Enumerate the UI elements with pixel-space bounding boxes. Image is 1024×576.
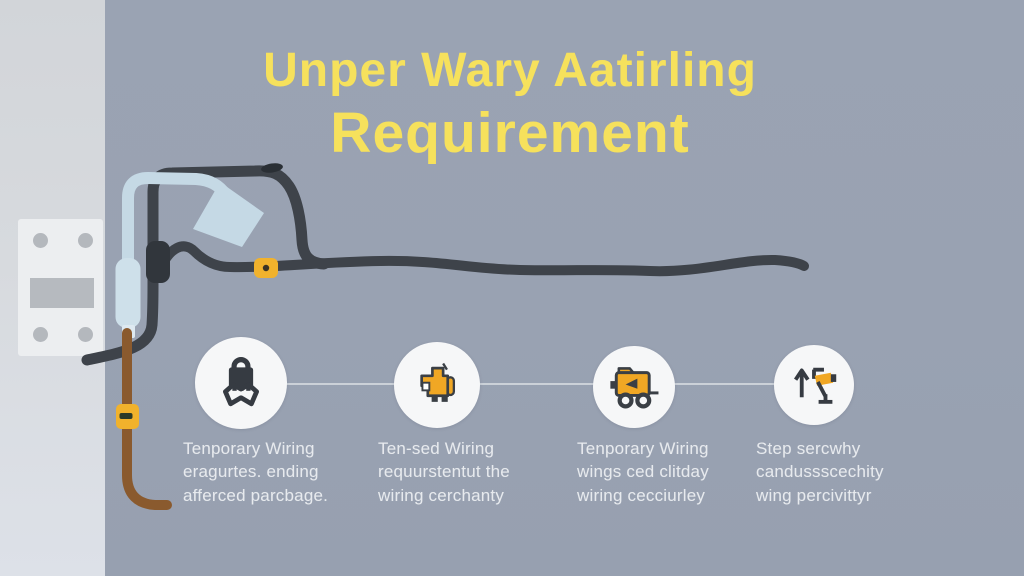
step-circle-4 (774, 345, 854, 425)
brown-ground-wire (122, 328, 172, 510)
caption-line: wiring cerchanty (378, 485, 505, 505)
clip-mark (119, 413, 133, 419)
step-caption-1: Tenporary Wiring eragurtes. ending affer… (183, 437, 363, 507)
step-circle-1 (195, 337, 287, 429)
lock-banner-icon (223, 357, 259, 407)
caption-line: afferced parcbage. (183, 485, 329, 505)
caption-line: wing percivittyr (756, 485, 872, 505)
screw-icon (33, 327, 48, 342)
step-caption-4: Step sercwhy candussscechity wing perciv… (756, 437, 936, 507)
caption-line: Ten-sed Wiring (378, 439, 495, 458)
clip-dot (262, 264, 270, 272)
horizontal-cable (155, 241, 809, 277)
caption-line: requurstentut the (378, 462, 510, 482)
step-caption-3: Tenporary Wiring wings ced clitday wirin… (577, 437, 757, 507)
step-circle-3 (593, 346, 675, 428)
caption-line: wings ced clitday (577, 462, 709, 482)
caption-line: candussscechity (756, 462, 884, 482)
step-connector-line (241, 383, 816, 385)
survey-camera-icon (794, 367, 837, 404)
caption-line: Tenporary Wiring (577, 439, 709, 458)
screw-icon (33, 233, 48, 248)
outlet-slot (30, 278, 94, 308)
generator-cart-icon (610, 367, 659, 409)
screw-icon (78, 327, 93, 342)
dark-power-cable (81, 165, 330, 366)
caption-line: Step sercwhy (756, 439, 861, 458)
title-line-1: Unper Wary Aatirling (263, 44, 757, 97)
page-title: Unper Wary Aatirling Requirement (0, 44, 1020, 166)
step-caption-2: Ten-sed Wiring requurstentut the wiring … (378, 437, 558, 507)
caption-line: wiring cecciurley (577, 485, 706, 505)
step-circle-2 (394, 342, 480, 428)
caption-line: eragurtes. ending (183, 462, 319, 482)
caption-line: Tenporary Wiring (183, 439, 315, 458)
plug-adapter-icon (420, 362, 456, 402)
cable-sleeve (146, 241, 170, 283)
yellow-cable-clip-horizontal (254, 258, 278, 278)
screw-icon (78, 233, 93, 248)
title-line-2: Requirement (330, 101, 690, 166)
lamp-shade (193, 182, 264, 247)
outlet-plate (18, 219, 103, 356)
yellow-cable-clip-vertical (116, 404, 139, 429)
cord-connector (115, 258, 141, 328)
cord-connector-tip (122, 325, 135, 338)
lamp-cord (122, 171, 232, 268)
